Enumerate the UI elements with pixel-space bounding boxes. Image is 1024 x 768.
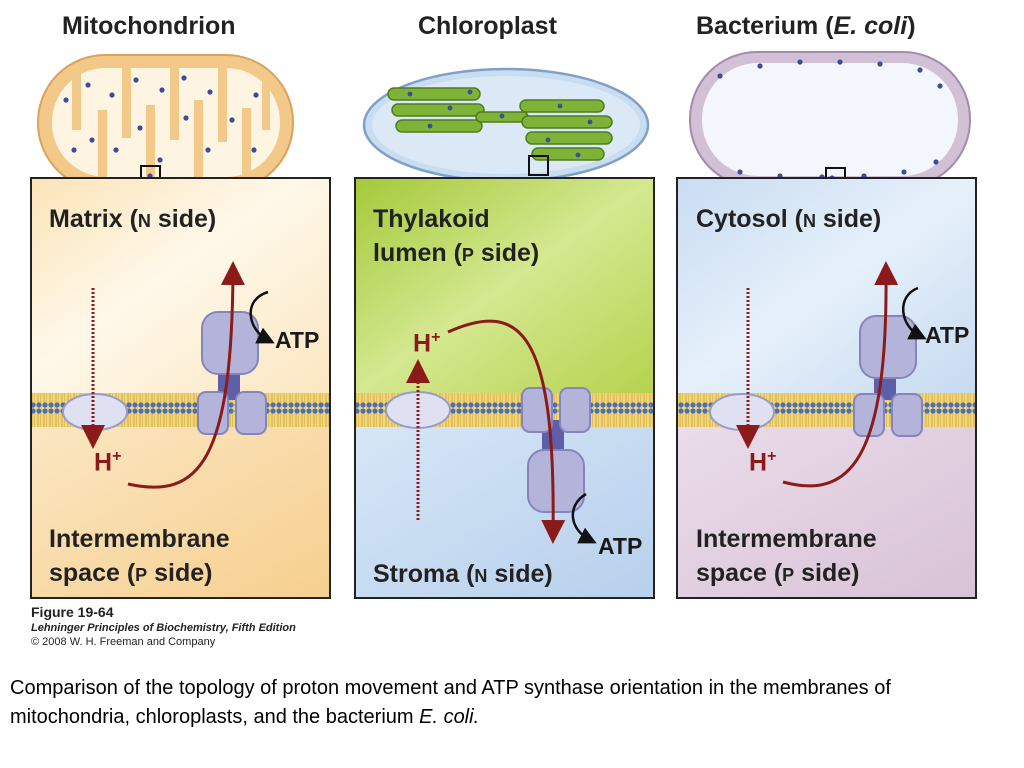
cytosol-region [677,178,976,393]
title-bacterium: Bacterium (E. coli) [696,12,916,40]
intermembrane-space-label: Intermembrane space (P side) [696,525,877,587]
chloroplast-illustration [362,67,650,183]
atp-formation-arrow [901,286,927,340]
stroma-region [355,427,654,598]
figure-credits: Figure 19-64 Lehninger Principles of Bio… [31,604,296,648]
proton-pump [62,393,128,431]
stroma-label: Stroma (N side) [373,560,553,588]
proton-label: H+ [413,329,441,358]
proton-return-arrow [127,261,245,489]
matrix-region [31,178,330,393]
periplasm-region [677,427,976,598]
proton-return-arrow [447,319,566,544]
atp-label: ATP [598,533,643,559]
book-title: Lehninger Principles of Biochemistry, Fi… [31,622,296,634]
copyright: © 2008 W. H. Freeman and Company [31,636,216,648]
thylakoid-lumen-region [355,178,654,393]
bacterium-panel [676,177,977,599]
caption: Comparison of the topology of proton mov… [10,677,891,728]
title-mitochondrion: Mitochondrion [62,12,236,40]
bacterium-illustration [689,51,971,188]
mitochondrion-illustration [37,54,294,191]
atp-synthase [197,311,267,435]
thylakoid-lumen-label: Thylakoid lumen (P side) [373,205,540,267]
proton-return-arrow [782,261,899,488]
cytosol-label: Cytosol (N side) [696,205,882,233]
atp-label: ATP [925,322,970,348]
atp-label: ATP [275,327,320,353]
title-chloroplast: Chloroplast [418,12,557,40]
figure-number: Figure 19-64 [31,604,114,620]
proton-label: H+ [749,448,777,477]
proton-label: H+ [94,448,122,477]
intermembrane-space-label: Intermembrane space (P side) [49,525,230,587]
chloroplast-panel [354,177,655,599]
intermembrane-region [31,427,330,598]
proton-pump [709,393,775,431]
atp-synthase [521,387,591,513]
atp-formation-arrow [249,290,275,344]
atp-formation-arrow [571,492,597,544]
mitochondrion-panel [30,177,331,599]
matrix-label: Matrix (N side) [49,205,217,233]
